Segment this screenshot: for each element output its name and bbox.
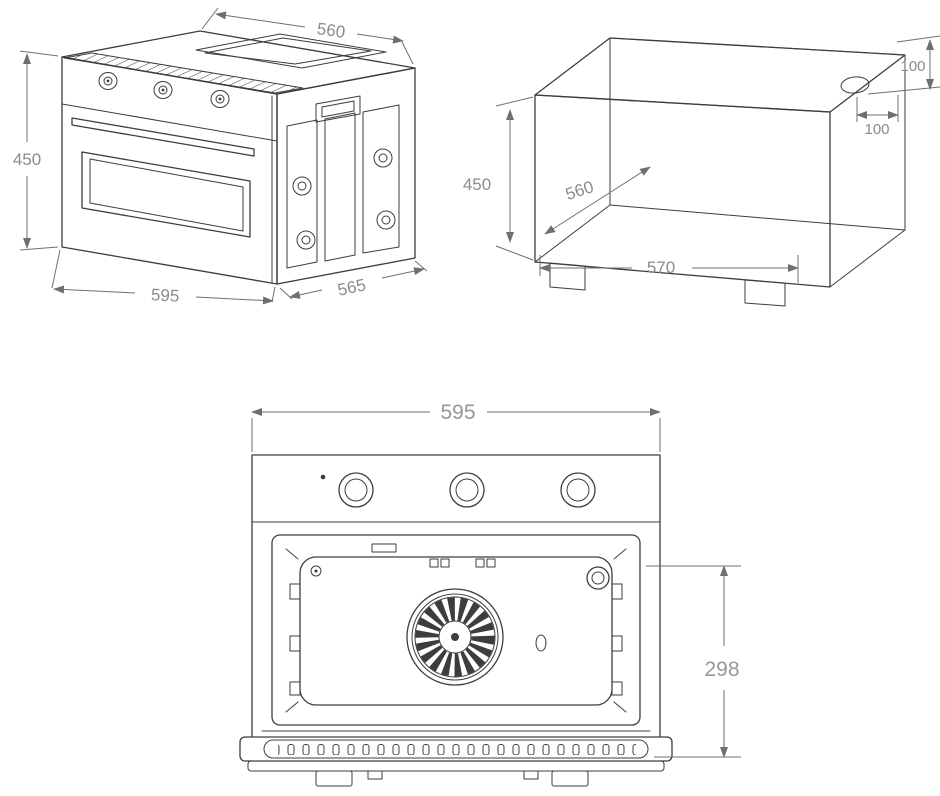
door-window xyxy=(81,151,251,238)
fan-guard xyxy=(406,588,504,686)
screw-boss xyxy=(373,148,393,168)
oven-foot xyxy=(551,770,589,787)
vent-slots xyxy=(278,744,636,755)
cabinet-front-opening xyxy=(534,94,831,288)
oven-side-face xyxy=(276,67,416,285)
dim-label-oven-depth: 565 xyxy=(336,275,368,299)
control-panel-edge xyxy=(61,103,278,142)
screw-boss xyxy=(296,230,316,250)
cabinet-back-wall xyxy=(609,37,906,231)
dimension-oven-height: 450 xyxy=(13,50,59,251)
dimension-oven-depth: 565 xyxy=(279,260,428,300)
top-vent-grille xyxy=(63,52,304,94)
control-knob xyxy=(153,81,173,99)
vent-band xyxy=(263,739,649,759)
side-vent-cutout xyxy=(315,95,361,123)
side-panel xyxy=(362,104,400,254)
dim-label-niche-width: 570 xyxy=(647,258,675,277)
temperature-sensor xyxy=(535,634,547,652)
control-knob xyxy=(210,90,230,108)
top-inset-opening xyxy=(195,33,387,69)
cabinet-foot xyxy=(744,279,786,307)
dim-label-niche-height: 450 xyxy=(463,175,491,194)
dimension-niche-height: 450 xyxy=(463,96,534,261)
dim-label-hole-offset-vertical: 100 xyxy=(900,58,925,75)
cavity-top-fittings xyxy=(371,543,496,568)
dim-label-hole-offset-horizontal: 100 xyxy=(864,121,889,138)
cavity-side-tabs xyxy=(289,583,623,696)
dimension-niche-depth: 560 xyxy=(544,166,651,235)
dimension-top-width: 560 xyxy=(201,7,414,65)
oven-foot xyxy=(315,770,353,787)
oven-body-outline xyxy=(251,454,661,738)
screw-boss xyxy=(292,176,312,196)
control-knob xyxy=(560,472,596,508)
dim-label-oven-height: 450 xyxy=(13,150,41,169)
oven-lamp xyxy=(586,566,610,590)
dim-label-front-width: 595 xyxy=(151,285,180,305)
dim-label-front-view-width: 595 xyxy=(440,401,475,424)
cavity-inner-liner xyxy=(299,556,613,706)
control-knob xyxy=(98,72,118,90)
door-handle xyxy=(71,117,255,157)
oven-isometric-view: 560 450 595 565 xyxy=(13,7,428,306)
oven-front-view: 595 xyxy=(239,401,741,787)
dim-label-top-width: 560 xyxy=(316,19,347,42)
cabinet-foot xyxy=(549,262,586,291)
dimension-front-width: 595 xyxy=(51,249,276,306)
dimension-hole-offset-vertical: 100 xyxy=(867,35,940,95)
dim-label-niche-depth: 560 xyxy=(563,177,596,204)
screw-boss xyxy=(376,210,396,230)
oven-front-face xyxy=(61,56,278,285)
bottom-plate xyxy=(247,760,665,772)
side-panel xyxy=(286,119,318,269)
mounting-hole-oval xyxy=(840,76,870,94)
dim-label-opening-height: 298 xyxy=(704,658,739,681)
control-knob xyxy=(449,472,485,508)
dimension-hole-offset-horizontal: 100 xyxy=(856,95,899,138)
cabinet-top-face xyxy=(534,37,906,113)
power-indicator-dot xyxy=(320,474,326,480)
bottom-bracket xyxy=(523,770,539,780)
bottom-bracket xyxy=(367,770,383,780)
brand-emblem xyxy=(310,565,322,577)
side-panel xyxy=(324,112,356,262)
cavity-outer-frame xyxy=(271,534,641,726)
cabinet-cutout-view: 100 100 450 560 570 xyxy=(463,35,940,307)
control-knob xyxy=(338,472,374,508)
dimension-opening-height: 298 xyxy=(646,565,741,758)
dimension-front-view-width: 595 xyxy=(251,401,661,452)
dimension-niche-width: 570 xyxy=(539,255,799,283)
